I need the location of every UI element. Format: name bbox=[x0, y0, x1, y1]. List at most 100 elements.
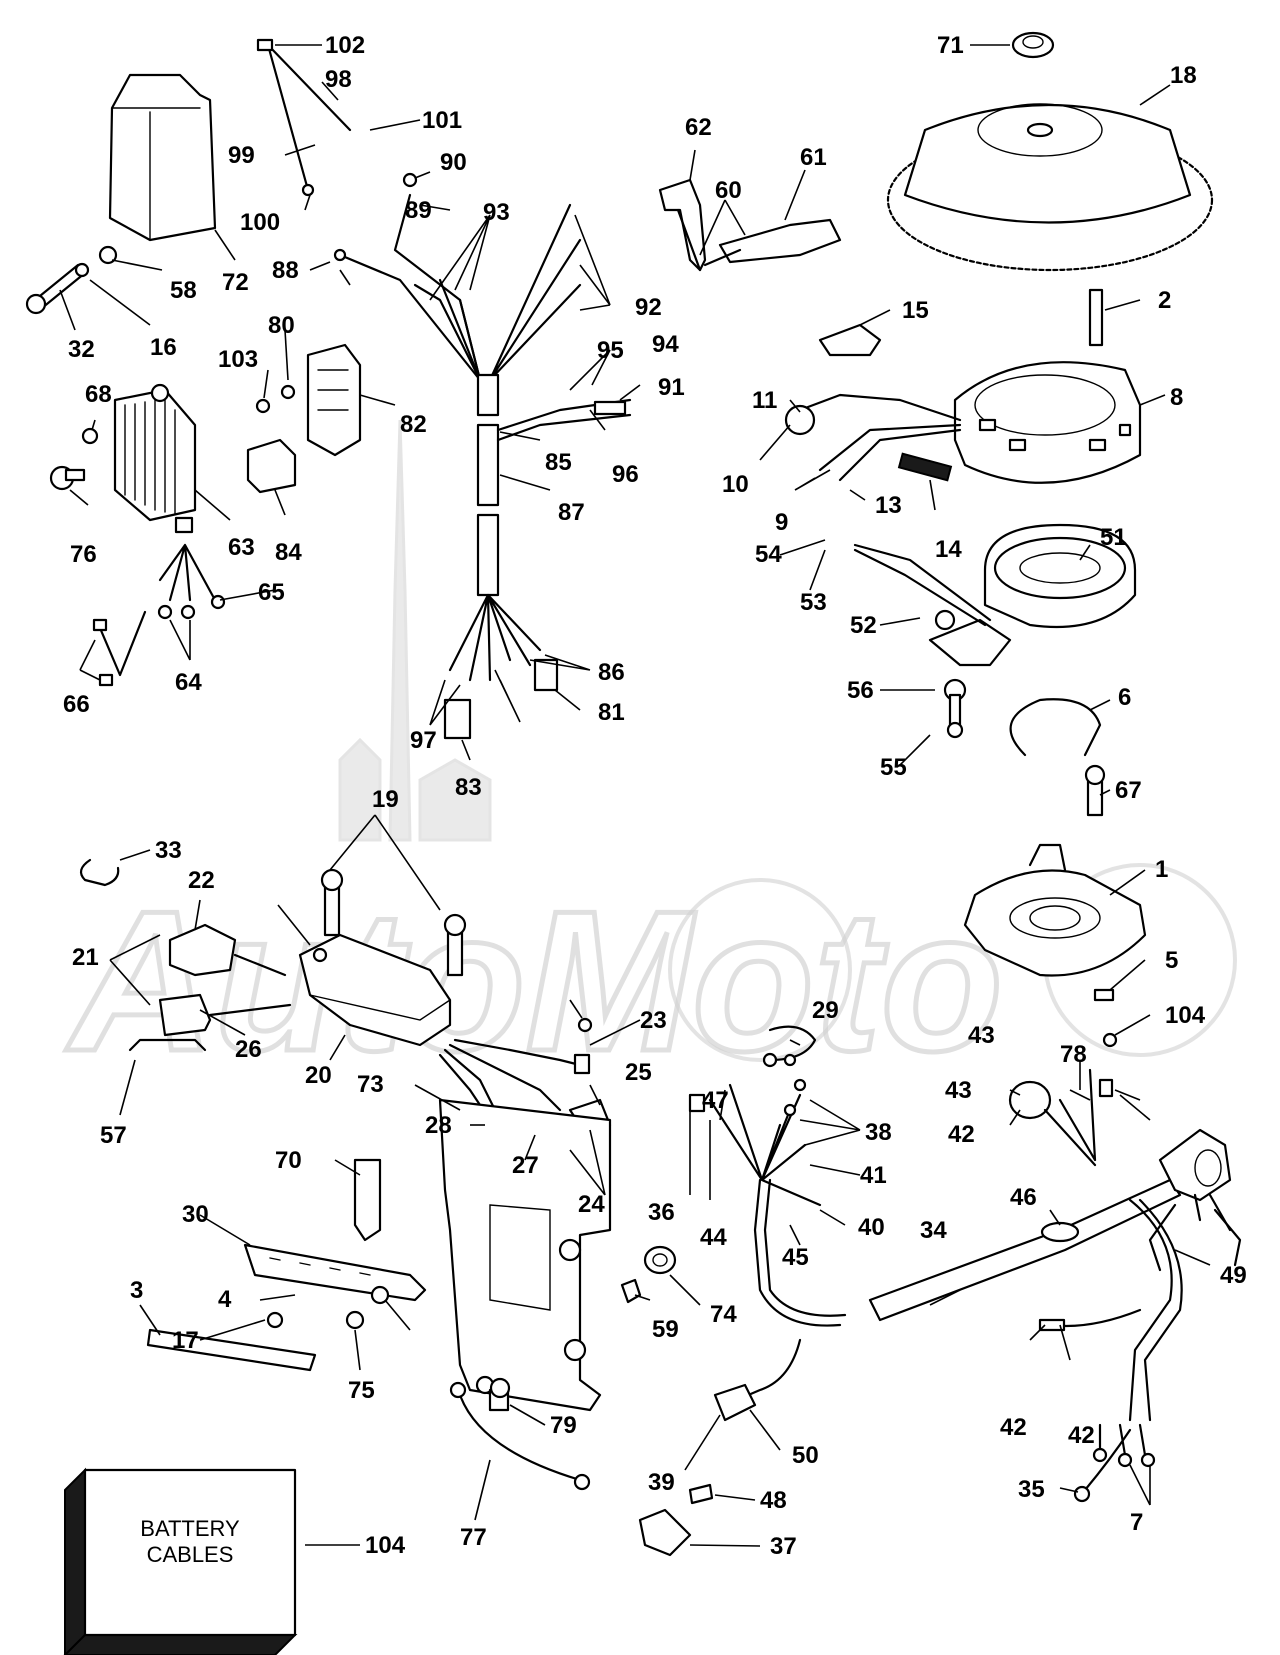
callout: 40 bbox=[858, 1214, 885, 1241]
rectifier-63 bbox=[113, 383, 197, 534]
callout: 21 bbox=[72, 944, 99, 971]
callout: 30 bbox=[182, 1201, 209, 1228]
cable-77 bbox=[449, 1381, 591, 1491]
callout: 56 bbox=[847, 677, 874, 704]
callout: 61 bbox=[800, 144, 827, 171]
callout: 63 bbox=[228, 534, 255, 561]
stator-leads bbox=[784, 393, 962, 482]
washer-16b bbox=[312, 947, 328, 963]
connector-42 bbox=[1008, 1068, 1114, 1167]
callout: 35 bbox=[1018, 1476, 1045, 1503]
callout: 72 bbox=[222, 269, 249, 296]
relay-84 bbox=[246, 438, 297, 494]
callout: 88 bbox=[272, 257, 299, 284]
callout: 4 bbox=[218, 1286, 232, 1313]
callout: 75 bbox=[348, 1377, 375, 1404]
harness-center bbox=[638, 1053, 847, 1557]
screw-5 bbox=[1102, 1032, 1118, 1048]
clip-15 bbox=[818, 323, 882, 357]
lead-98 bbox=[256, 38, 352, 197]
coil-51 bbox=[853, 523, 1137, 667]
screw-103 bbox=[255, 398, 271, 414]
plate-7 bbox=[963, 843, 1147, 977]
callout: 26 bbox=[235, 1036, 262, 1063]
bushing-59 bbox=[620, 1278, 642, 1304]
callout: 54 bbox=[755, 541, 782, 568]
callout: 17 bbox=[172, 1327, 199, 1354]
watermark: AutoMoto bbox=[63, 419, 1237, 1096]
callout: 89 bbox=[405, 197, 432, 224]
callout: 15 bbox=[902, 297, 929, 324]
callout: 79 bbox=[550, 1412, 577, 1439]
callout: 64 bbox=[175, 669, 202, 696]
ring-6 bbox=[1009, 698, 1102, 757]
callout: 9 bbox=[775, 509, 788, 536]
callout: 47 bbox=[702, 1087, 729, 1114]
callout: 68 bbox=[85, 381, 112, 408]
callout: 104 bbox=[365, 1532, 406, 1559]
callout: 59 bbox=[652, 1316, 679, 1343]
callout: 18 bbox=[1170, 62, 1197, 89]
callout: 14 bbox=[935, 536, 962, 563]
callout: 85 bbox=[545, 449, 572, 476]
callout: 86 bbox=[598, 659, 625, 686]
callout: 24 bbox=[578, 1191, 605, 1218]
sleeve-14 bbox=[897, 452, 953, 482]
callout: 34 bbox=[920, 1217, 947, 1244]
battery-box-line2: CABLES bbox=[147, 1542, 234, 1567]
callout: 16 bbox=[150, 334, 177, 361]
callout: 70 bbox=[275, 1147, 302, 1174]
battery-cables-box: BATTERY CABLES bbox=[63, 1467, 298, 1655]
callout: 46 bbox=[1010, 1184, 1037, 1211]
callout: 20 bbox=[305, 1062, 332, 1089]
callout: 66 bbox=[63, 691, 90, 718]
callout: 41 bbox=[860, 1162, 887, 1189]
nut-71 bbox=[1011, 31, 1055, 59]
washer-16 bbox=[74, 262, 90, 278]
nut-52 bbox=[934, 609, 956, 631]
callout: 77 bbox=[460, 1524, 487, 1551]
callout: 96 bbox=[612, 461, 639, 488]
callout: 28 bbox=[425, 1112, 452, 1139]
callout: 19 bbox=[372, 786, 399, 813]
battery-box-line1: BATTERY bbox=[140, 1516, 240, 1541]
strap-78 bbox=[1148, 1203, 1242, 1272]
callout: 76 bbox=[70, 541, 97, 568]
callout: 58 bbox=[170, 277, 197, 304]
washer-58 bbox=[98, 245, 118, 265]
callout: 73 bbox=[357, 1071, 384, 1098]
callout: 42 bbox=[948, 1121, 975, 1148]
key-1 bbox=[1093, 988, 1115, 1002]
callout: 97 bbox=[410, 727, 437, 754]
callout: 91 bbox=[658, 374, 685, 401]
washer-80 bbox=[280, 384, 296, 400]
callout: 39 bbox=[648, 1469, 675, 1496]
callout: 98 bbox=[325, 66, 352, 93]
screw-79 bbox=[488, 1377, 511, 1412]
callout: 84 bbox=[275, 539, 302, 566]
callout: 94 bbox=[652, 331, 679, 358]
callout: 7 bbox=[1130, 1509, 1143, 1536]
washer-68 bbox=[81, 427, 99, 445]
callout: 99 bbox=[228, 142, 255, 169]
callout: 49 bbox=[1220, 1262, 1247, 1289]
callout: 3 bbox=[130, 1277, 143, 1304]
screw-17 bbox=[266, 1311, 284, 1329]
callout: 92 bbox=[635, 294, 662, 321]
clip-33 bbox=[79, 858, 120, 887]
callout: 36 bbox=[648, 1199, 675, 1226]
callout: 57 bbox=[100, 1122, 127, 1149]
callout: 104 bbox=[1165, 1002, 1206, 1029]
callout-labels: 102 98 101 99 100 90 89 93 88 92 62 60 6… bbox=[63, 32, 1247, 1560]
screws-19 bbox=[320, 868, 467, 977]
callout: 67 bbox=[1115, 777, 1142, 804]
callout: 6 bbox=[1118, 684, 1131, 711]
callout: 53 bbox=[800, 589, 827, 616]
callout: 43 bbox=[968, 1022, 995, 1049]
leader-lines bbox=[59, 44, 1211, 1547]
callout: 87 bbox=[558, 499, 585, 526]
callout: 1 bbox=[1155, 856, 1168, 883]
bracket-73 bbox=[438, 1098, 612, 1412]
callout: 78 bbox=[1060, 1041, 1087, 1068]
callout: 13 bbox=[875, 492, 902, 519]
